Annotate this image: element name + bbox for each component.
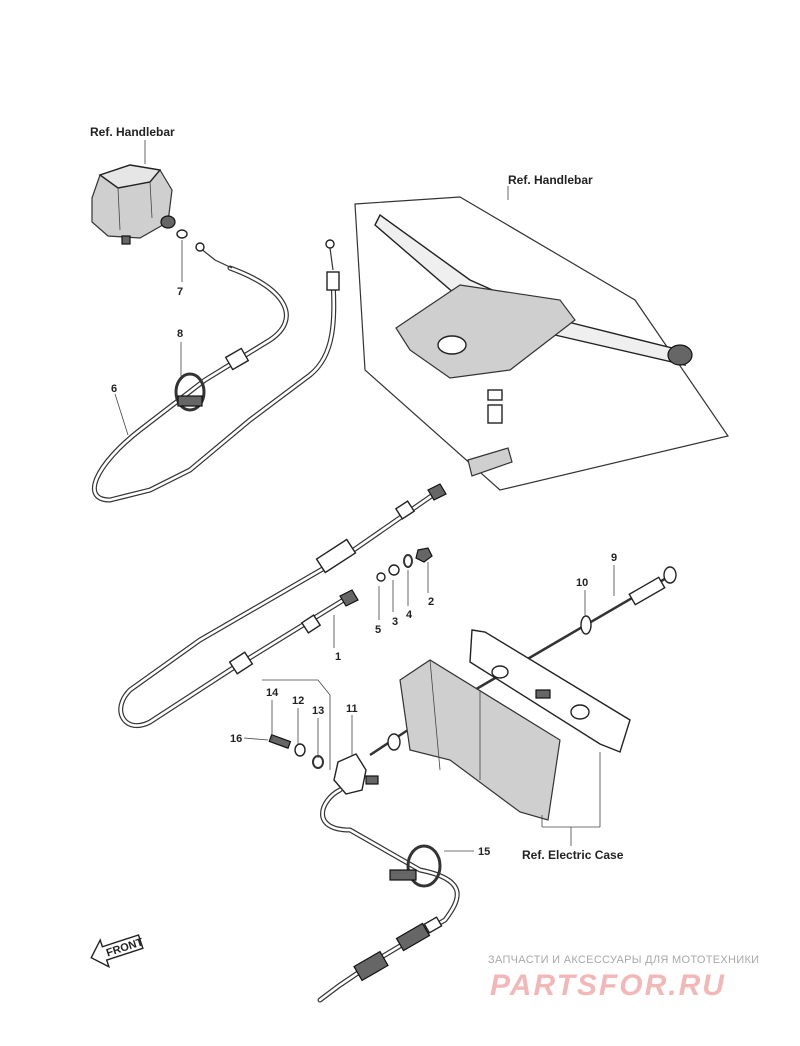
ref-handlebar-left: Ref. Handlebar (90, 125, 175, 139)
label-part-13: 13 (312, 705, 324, 717)
label-part-14: 14 (266, 687, 279, 699)
label-part-15: 15 (478, 846, 490, 858)
ref-electric-case: Ref. Electric Case (522, 848, 624, 862)
label-part-4: 4 (406, 609, 413, 621)
label-part-16: 16 (230, 733, 242, 745)
front-arrow: FRONT (90, 934, 145, 969)
label-part-3: 3 (392, 616, 398, 628)
fasteners-12-16 (268, 733, 324, 769)
label-part-12: 12 (292, 695, 304, 707)
label-part-8: 8 (177, 328, 183, 340)
fasteners-2-5 (376, 547, 433, 582)
label-part-2: 2 (428, 596, 434, 608)
label-part-10: 10 (576, 577, 588, 589)
bracket-11 (333, 753, 379, 795)
rod-9 (369, 566, 677, 757)
label-part-6: 6 (111, 383, 117, 395)
label-part-5: 5 (375, 624, 381, 636)
clamp-8 (174, 372, 206, 412)
watermark-tagline: ЗАПЧАСТИ И АКСЕССУАРЫ ДЛЯ МОТОТЕХНИКИ (488, 954, 759, 966)
lower-cable (317, 787, 460, 1003)
label-part-9: 9 (611, 552, 617, 564)
switch-housing (91, 164, 188, 245)
upper-cable (91, 239, 340, 503)
handlebar-ref-box (354, 196, 729, 491)
label-part-11: 11 (346, 703, 358, 715)
watermark-brand: PARTSFOR.RU (490, 969, 726, 1002)
ref-handlebar-right: Ref. Handlebar (508, 173, 593, 187)
clamp-15 (389, 844, 442, 888)
main-cable (118, 483, 447, 729)
label-part-1: 1 (335, 651, 341, 663)
electric-case-bracket (399, 629, 631, 821)
label-part-7: 7 (177, 286, 183, 298)
